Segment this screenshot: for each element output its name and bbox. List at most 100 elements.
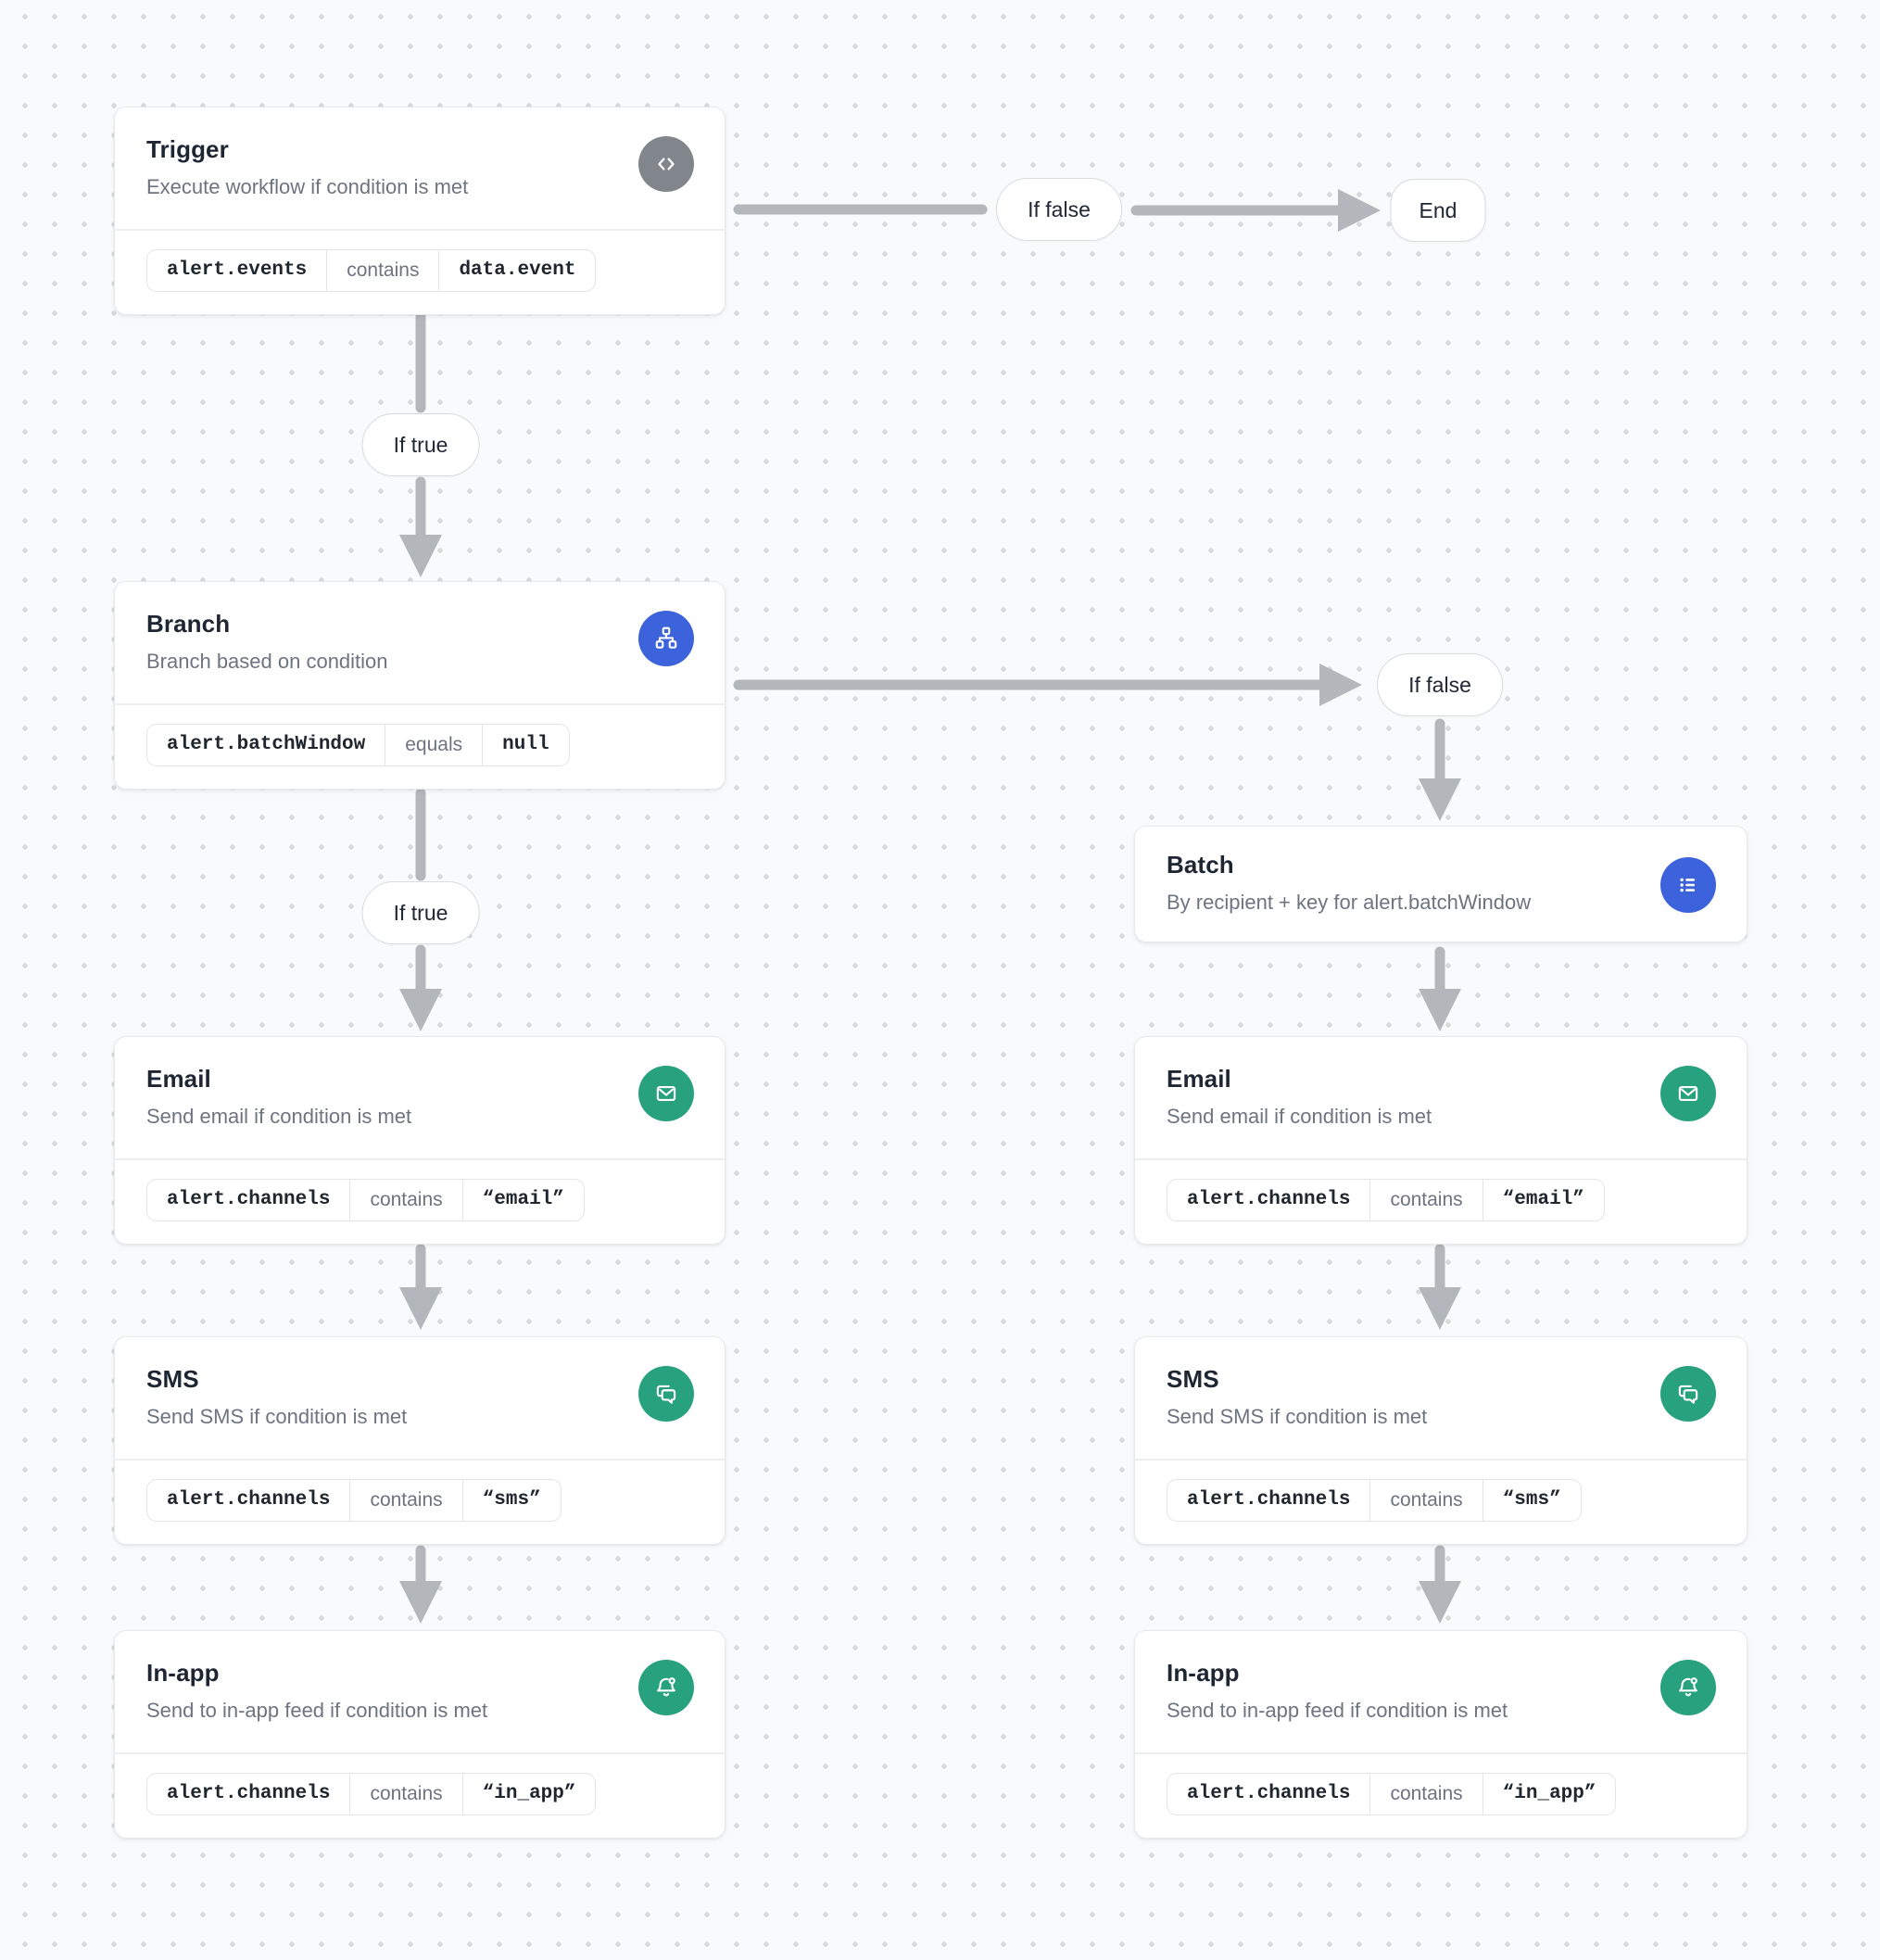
node-subtitle: Send to in-app feed if condition is met: [1167, 1699, 1508, 1722]
node-title: Email: [1167, 1065, 1231, 1093]
condition-operator: equals: [385, 724, 482, 765]
condition-value: “sms”: [1482, 1479, 1581, 1521]
condition-value: “email”: [1482, 1179, 1604, 1220]
mail-icon: [638, 1066, 694, 1121]
arrowhead-iffalse2: [1319, 664, 1362, 706]
node-title: SMS: [146, 1365, 199, 1393]
condition-field: alert.channels: [167, 1188, 331, 1210]
node-inapp-right[interactable]: In-app Send to in-app feed if condition …: [1134, 1630, 1748, 1839]
node-footer: alert.events contains data.event: [115, 231, 725, 314]
node-header: In-app Send to in-app feed if condition …: [115, 1631, 725, 1752]
node-header: SMS Send SMS if condition is met: [1135, 1337, 1747, 1459]
mail-icon: [1660, 1066, 1716, 1121]
node-footer: alert.channels contains “email”: [1135, 1160, 1747, 1244]
node-header: Email Send email if condition is met: [1135, 1037, 1747, 1158]
node-subtitle: Send email if condition is met: [146, 1105, 412, 1128]
condition-value: “email”: [461, 1179, 584, 1220]
node-subtitle: Send to in-app feed if condition is met: [146, 1699, 488, 1722]
bell-icon: [1660, 1660, 1716, 1715]
condition-chip: alert.channels contains “sms”: [1167, 1478, 1582, 1522]
condition-value: “in_app”: [461, 1773, 596, 1815]
divider: [115, 229, 725, 231]
divider: [115, 1752, 725, 1754]
condition-operator: contains: [1369, 1773, 1482, 1815]
arrowhead-batch: [1419, 778, 1461, 821]
chat-icon: [638, 1366, 694, 1422]
node-batch[interactable]: Batch By recipient + key for alert.batch…: [1134, 826, 1748, 942]
edge-label-if-false-top: If false: [996, 178, 1122, 241]
condition-chip: alert.channels contains “email”: [146, 1178, 585, 1221]
arrowhead-branch: [399, 535, 442, 577]
condition-field: alert.channels: [1187, 1782, 1351, 1804]
condition-chip: alert.events contains data.event: [146, 248, 597, 292]
condition-operator: contains: [1369, 1479, 1482, 1521]
condition-operator: contains: [349, 1773, 461, 1815]
condition-field: alert.events: [167, 259, 308, 281]
node-title: In-app: [1167, 1659, 1240, 1687]
node-header: Trigger Execute workflow if condition is…: [115, 107, 725, 229]
condition-chip: alert.channels contains “sms”: [146, 1478, 561, 1522]
node-trigger[interactable]: Trigger Execute workflow if condition is…: [114, 107, 726, 315]
node-header: SMS Send SMS if condition is met: [115, 1337, 725, 1459]
node-footer: alert.channels contains “sms”: [115, 1461, 725, 1544]
node-title: SMS: [1167, 1365, 1219, 1393]
bell-icon: [638, 1660, 694, 1715]
node-inapp-left[interactable]: In-app Send to in-app feed if condition …: [114, 1630, 726, 1839]
node-footer: alert.batchWindow equals null: [115, 705, 725, 789]
condition-operator: contains: [349, 1179, 461, 1220]
condition-chip: alert.channels contains “in_app”: [1167, 1772, 1617, 1815]
end-node[interactable]: End: [1390, 179, 1486, 242]
arrowhead-email-right: [1419, 989, 1461, 1031]
condition-chip: alert.channels contains “email”: [1167, 1178, 1605, 1221]
node-branch[interactable]: Branch Branch based on condition alert.b…: [114, 581, 726, 790]
edge-label-if-true-1: If true: [361, 413, 480, 476]
node-subtitle: Branch based on condition: [146, 650, 388, 673]
condition-chip: alert.channels contains “in_app”: [146, 1772, 597, 1815]
node-header: In-app Send to in-app feed if condition …: [1135, 1631, 1747, 1752]
node-footer: alert.channels contains “email”: [115, 1160, 725, 1244]
condition-field: alert.batchWindow: [167, 733, 366, 755]
arrowhead-sms-left: [399, 1287, 442, 1330]
node-footer: alert.channels contains “sms”: [1135, 1461, 1747, 1544]
node-sms-right[interactable]: SMS Send SMS if condition is met alert.c…: [1134, 1336, 1748, 1545]
node-subtitle: Send SMS if condition is met: [146, 1405, 408, 1428]
condition-operator: contains: [1369, 1179, 1482, 1220]
condition-field: alert.channels: [1187, 1488, 1351, 1511]
node-header: Batch By recipient + key for alert.batch…: [1135, 827, 1747, 943]
node-subtitle: Execute workflow if condition is met: [146, 175, 469, 198]
node-title: Branch: [146, 610, 231, 638]
condition-chip: alert.batchWindow equals null: [146, 723, 570, 766]
node-email-left[interactable]: Email Send email if condition is met ale…: [114, 1036, 726, 1245]
arrowhead-inapp-right: [1419, 1581, 1461, 1624]
node-title: Email: [146, 1065, 211, 1093]
condition-field: alert.channels: [1187, 1188, 1351, 1210]
condition-value: data.event: [438, 249, 595, 291]
arrowhead-email-left: [399, 989, 442, 1031]
divider: [1135, 1752, 1747, 1754]
node-title: Trigger: [146, 135, 229, 163]
node-subtitle: Send SMS if condition is met: [1167, 1405, 1428, 1428]
condition-value: “in_app”: [1482, 1773, 1616, 1815]
divider: [115, 1158, 725, 1160]
condition-value: “sms”: [461, 1479, 561, 1521]
node-title: In-app: [146, 1659, 220, 1687]
chat-icon: [1660, 1366, 1716, 1422]
node-subtitle: By recipient + key for alert.batchWindow: [1167, 891, 1532, 914]
divider: [1135, 1158, 1747, 1160]
node-subtitle: Send email if condition is met: [1167, 1105, 1432, 1128]
condition-field: alert.channels: [167, 1488, 331, 1511]
condition-operator: contains: [349, 1479, 461, 1521]
arrowhead-end: [1338, 189, 1381, 232]
hierarchy-icon: [638, 611, 694, 666]
node-sms-left[interactable]: SMS Send SMS if condition is met alert.c…: [114, 1336, 726, 1545]
node-email-right[interactable]: Email Send email if condition is met ale…: [1134, 1036, 1748, 1245]
node-title: Batch: [1167, 851, 1234, 879]
condition-operator: contains: [326, 249, 438, 291]
node-header: Email Send email if condition is met: [115, 1037, 725, 1158]
divider: [115, 703, 725, 705]
divider: [115, 1459, 725, 1461]
arrowhead-sms-right: [1419, 1287, 1461, 1330]
node-footer: alert.channels contains “in_app”: [115, 1754, 725, 1838]
edge-label-if-false-2: If false: [1377, 653, 1503, 716]
